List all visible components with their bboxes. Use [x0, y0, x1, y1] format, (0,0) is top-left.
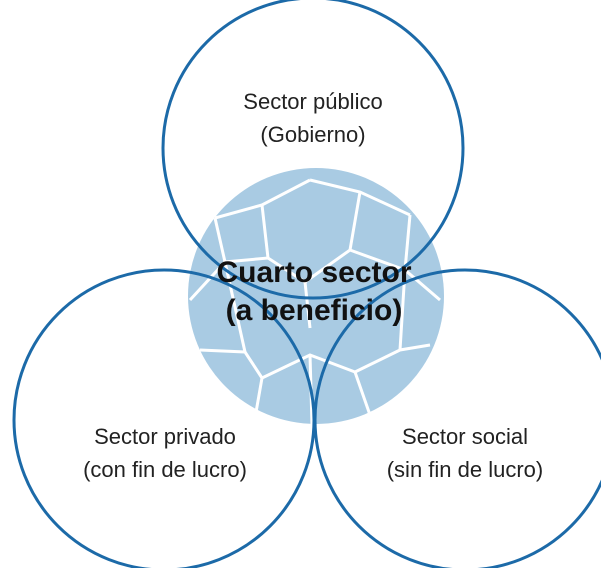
public-sector-label: Sector público (Gobierno) — [193, 85, 433, 151]
fourth-sector-title: Cuarto sector — [216, 256, 412, 289]
public-sector-subtitle: (Gobierno) — [260, 122, 366, 147]
social-sector-title: Sector social — [402, 424, 528, 449]
venn-circles — [12, 0, 601, 568]
private-sector-subtitle: (con fin de lucro) — [83, 457, 247, 482]
social-sector-subtitle: (sin fin de lucro) — [386, 457, 544, 482]
ball-seams — [188, 178, 441, 426]
public-sector-title: Sector público — [243, 89, 383, 114]
private-sector-title: Sector privado — [94, 424, 236, 449]
soccer-ball-icon — [188, 168, 444, 426]
circle-social-sector — [313, 268, 601, 568]
social-sector-label: Sector social (sin fin de lucro) — [345, 420, 585, 486]
circle-public-sector — [161, 0, 465, 300]
private-sector-label: Sector privado (con fin de lucro) — [40, 420, 290, 486]
fourth-sector-label: Cuarto sector (a beneficio) — [186, 254, 442, 330]
fourth-sector-subtitle: (a beneficio) — [225, 294, 403, 327]
